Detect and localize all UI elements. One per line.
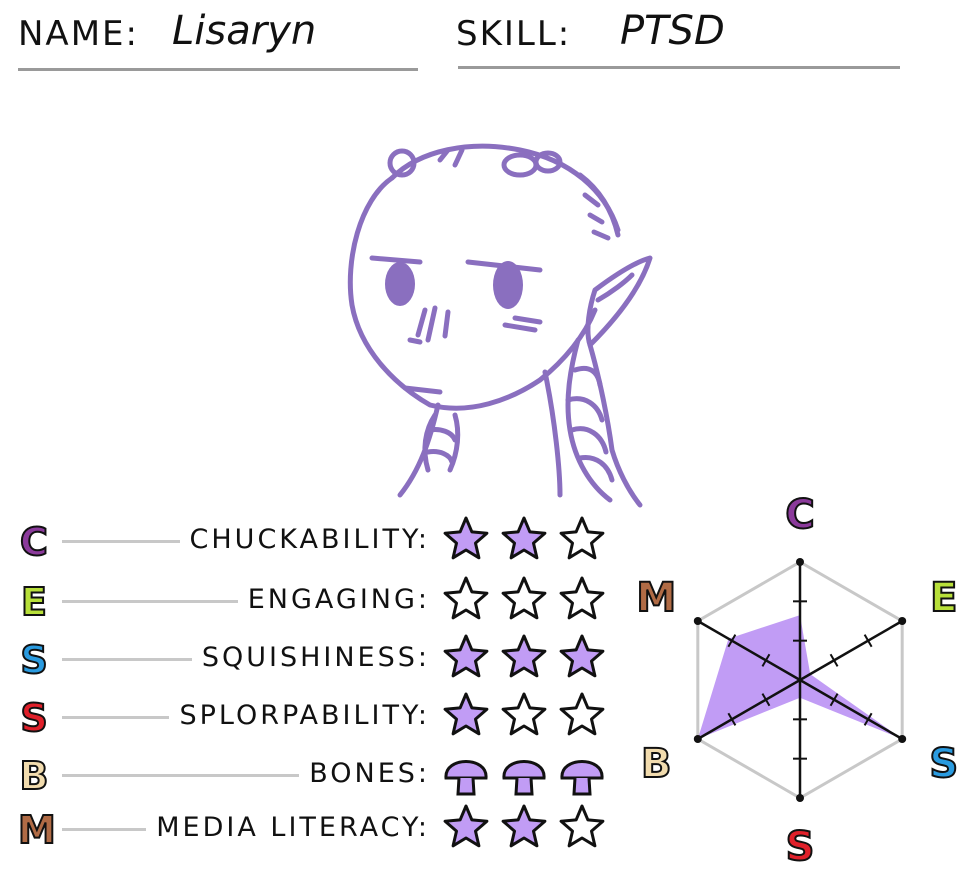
radar-axis-label: C: [785, 492, 814, 538]
radar-axis-label: S: [786, 824, 815, 870]
stat-connector: [62, 828, 147, 831]
mushroom-icon: [444, 760, 488, 796]
stat-connector: [62, 658, 192, 661]
mushroom-icon: [560, 760, 604, 796]
radar-tick: [761, 653, 771, 667]
stat-row: E ENGAGING:: [0, 572, 640, 632]
radar-stat-area: [697, 615, 903, 739]
star-icon: [443, 516, 489, 560]
radar-axis-end: [693, 617, 702, 625]
radar-tick: [829, 693, 839, 707]
radar-tick: [829, 653, 839, 667]
rating-icons: [443, 516, 605, 560]
star-icon: [443, 576, 489, 620]
stat-label: CHUCKABILITY:: [189, 524, 430, 555]
stat-row: M MEDIA LITERACY:: [0, 800, 640, 860]
radar-axis-label: B: [641, 741, 672, 787]
stat-letter: S: [19, 696, 48, 740]
star-icon: [501, 634, 547, 678]
skill-value: PTSD: [620, 8, 725, 54]
radar-hexagon: [696, 560, 904, 800]
star-icon: [501, 692, 547, 736]
stat-label: MEDIA LITERACY:: [156, 812, 430, 843]
skill-label: SKILL:: [456, 14, 572, 54]
stat-label: SPLORPABILITY:: [179, 700, 430, 731]
radar-axis-end: [898, 735, 907, 743]
star-icon: [443, 804, 489, 848]
stat-row: S SPLORPABILITY:: [0, 688, 640, 748]
star-icon: [443, 692, 489, 736]
rating-icons: [443, 692, 605, 736]
skill-underline: [458, 66, 900, 69]
rating-icons: [443, 634, 605, 678]
rating-icons: [443, 804, 605, 848]
star-icon: [559, 634, 605, 678]
mushroom-icon: [502, 760, 546, 796]
radar-tick: [727, 712, 737, 726]
radar-tick: [727, 634, 737, 648]
name-underline: [18, 68, 418, 71]
radar-axis-end: [796, 794, 804, 802]
stat-row: S SQUISHINESS:: [0, 630, 640, 690]
star-icon: [559, 516, 605, 560]
radar-axis-end: [693, 735, 702, 743]
stat-connector: [62, 774, 300, 777]
star-icon: [501, 576, 547, 620]
radar-axis: [799, 678, 903, 741]
radar-axis-label: S: [929, 741, 958, 787]
radar-axis-label: M: [636, 575, 676, 621]
stat-connector: [62, 600, 238, 603]
star-icon: [559, 804, 605, 848]
stat-letter: M: [17, 808, 57, 852]
stat-letter: C: [19, 520, 49, 564]
stat-row: C CHUCKABILITY:: [0, 512, 640, 572]
radar-tick: [863, 712, 873, 726]
stat-letter: S: [19, 638, 48, 682]
stat-row: B BONES:: [0, 746, 640, 806]
radar-axis: [697, 678, 801, 741]
stat-label: ENGAGING:: [247, 584, 430, 615]
radar-axis: [697, 619, 801, 682]
star-icon: [443, 634, 489, 678]
radar-axis-end: [796, 558, 804, 566]
radar-axis: [799, 619, 903, 682]
stat-label: BONES:: [309, 758, 430, 789]
name-label: NAME:: [18, 14, 139, 54]
radar-axis-end: [898, 617, 907, 625]
name-value: Lisaryn: [172, 8, 317, 54]
rating-icons: [444, 760, 604, 796]
stat-connector: [62, 540, 180, 543]
star-icon: [559, 692, 605, 736]
star-icon: [501, 516, 547, 560]
star-icon: [501, 804, 547, 848]
rating-icons: [443, 576, 605, 620]
radar-axis-label: E: [930, 575, 957, 621]
stat-letter: E: [20, 580, 48, 624]
stat-letter: B: [19, 754, 50, 798]
stat-connector: [62, 716, 170, 719]
star-icon: [559, 576, 605, 620]
radar-tick: [761, 693, 771, 707]
stat-label: SQUISHINESS:: [201, 642, 430, 673]
radar-tick: [863, 634, 873, 648]
